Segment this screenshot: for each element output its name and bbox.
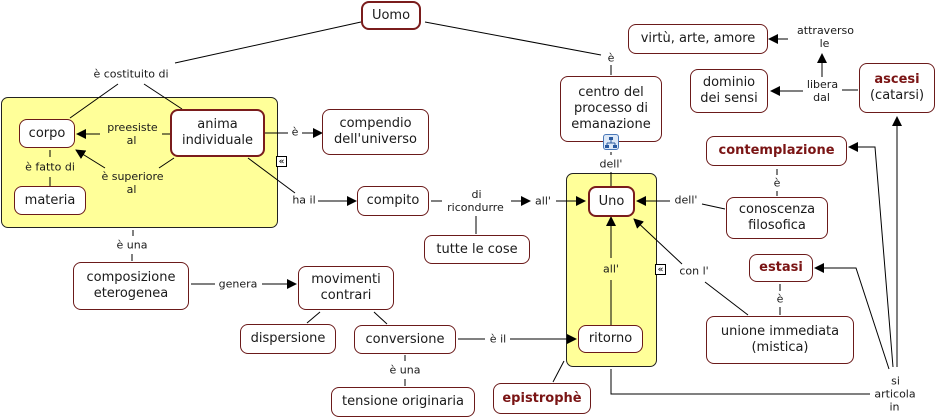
line-group-siarticola [610,369,870,395]
nested-map-icon[interactable] [603,134,619,150]
node-corpo[interactable]: corpo [19,119,75,148]
link-label-fatto-di: è fatto di [24,160,76,174]
link-label-e-compendio: è [290,125,300,139]
node-tensione-originaria[interactable]: tensione originaria [331,387,475,417]
line-siarticola-estasi [814,263,890,370]
line-uomo-costituito [174,21,362,64]
node-conversione[interactable]: conversione [354,325,456,354]
link-label-superiore: è superiore al [100,170,164,196]
node-compito[interactable]: compito [357,186,429,216]
node-ritorno[interactable]: ritorno [578,325,643,353]
line-epistrophe-group [552,360,565,383]
link-label-costituito: è costituito di [92,67,170,81]
line-mov-dispersione [306,311,321,324]
link-label-e-centro: è [606,51,616,65]
node-centro-emanazione[interactable]: centro del processo di emanazione [560,76,662,142]
link-label-e-estasi: è [775,292,785,306]
node-tutte-le-cose[interactable]: tutte le cose [424,235,530,264]
line-conl-uno [633,218,683,265]
node-contemplazione[interactable]: contemplazione [706,136,847,166]
node-conoscenza-filosofica[interactable]: conoscenza filosofica [726,197,828,239]
line-anima-hail [247,157,296,194]
node-estasi[interactable]: estasi [749,254,813,282]
link-label-genera: genera [217,277,259,291]
node-virtu-arte-amore[interactable]: virtù, arte, amore [628,24,768,54]
line-superiore-corpo [75,149,106,169]
line-siarticola-contempl [848,142,894,368]
link-label-attraverso: attraverso le [796,24,854,50]
link-label-e-una-composizione: è una [115,238,149,252]
collapse-group-uno-icon[interactable]: « [655,264,666,275]
estasi-text: estasi [759,260,803,275]
node-anima-individuale[interactable]: anima individuale [170,109,265,157]
node-dominio-sensi[interactable]: dominio dei sensi [690,69,768,113]
line-unione-conl [704,281,749,316]
line-mov-conversione [373,311,388,325]
line-uomo-e [424,21,602,56]
link-label-e-contemplazione: è [772,176,782,190]
node-materia[interactable]: materia [14,186,86,215]
node-epistrophe[interactable]: epistrophè [493,383,591,414]
hierarchy-glyph [605,137,617,148]
link-label-con-l: con l' [678,264,710,278]
epistrophe-text: epistrophè [502,390,582,406]
link-label-preesiste: preesiste al [106,121,158,147]
link-label-e-il: è il [488,332,508,346]
line-costituito-anima [143,83,183,110]
node-uomo[interactable]: Uomo [361,1,421,30]
node-unione-immediata[interactable]: unione immediata (mistica) [706,316,854,364]
node-ascesi[interactable]: ascesi (catarsi) [859,63,935,113]
line-conoscenza-dell [701,203,726,210]
link-label-dell-conoscenza: dell' [673,193,699,207]
link-label-ricondurre: di ricondurre [447,188,505,214]
line-costituito-corpo [69,83,119,119]
link-label-e-una-tensione: è una [388,363,422,377]
node-composizione[interactable]: composizione eterogenea [73,262,189,310]
link-label-si-articola: si articola in [874,374,916,414]
link-label-dell-centro: dell' [598,157,624,171]
node-dispersione[interactable]: dispersione [240,324,336,354]
link-label-ha-il: ha il [291,193,317,207]
ascesi-text: ascesi [874,72,920,87]
contemplazione-text: contemplazione [718,143,835,158]
node-movimenti-contrari[interactable]: movimenti contrari [298,266,394,310]
link-label-all-uno: all' [534,194,552,208]
link-label-libera: libera dal [805,78,839,104]
link-label-all-ritorno: all' [602,262,620,276]
node-compendio[interactable]: compendio dell'universo [322,109,429,155]
line-anima-superiore [158,157,175,169]
collapse-group-anima-icon[interactable]: « [276,156,287,167]
catarsi-text: (catarsi) [869,88,925,103]
node-uno[interactable]: Uno [588,186,635,217]
